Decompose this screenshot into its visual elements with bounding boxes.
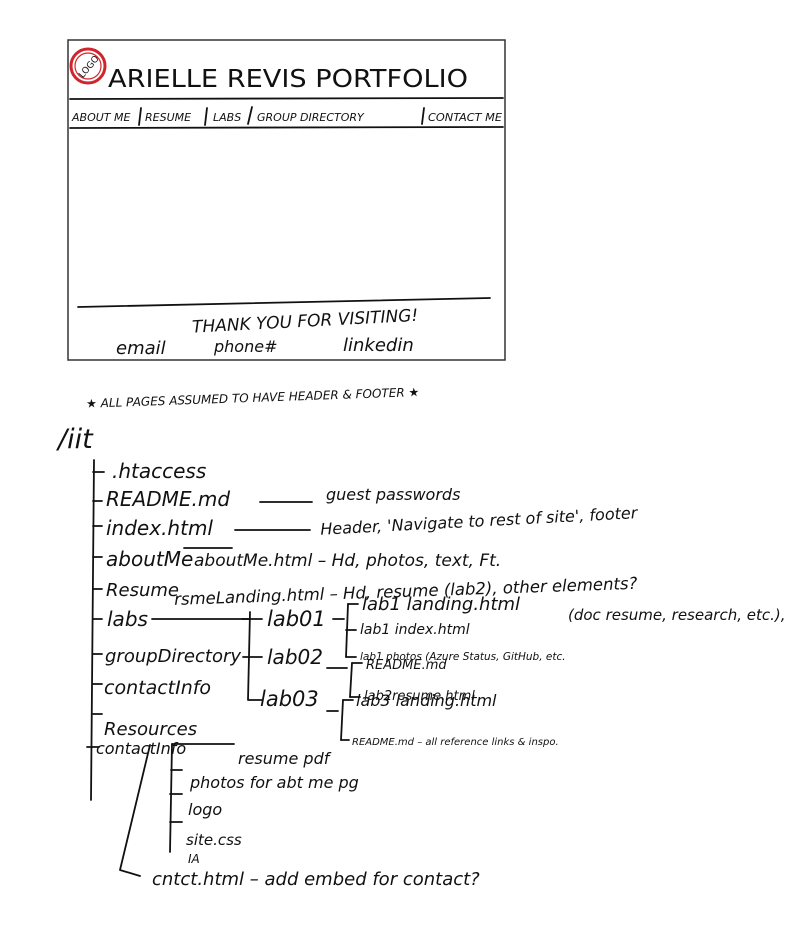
footer-linkedin[interactable]: linkedin xyxy=(343,335,414,356)
node-resources: Resources xyxy=(104,719,197,740)
nav-labs[interactable]: LABS xyxy=(213,111,241,124)
assumption-note: ★ ALL PAGES ASSUMED TO HAVE HEADER & FOO… xyxy=(86,385,420,411)
node-labs: labs xyxy=(107,607,148,631)
note-index: Header, 'Navigate to rest of site', foot… xyxy=(320,503,639,539)
node-contact-info: contactInfo xyxy=(104,677,211,699)
footer-email[interactable]: email xyxy=(116,338,166,359)
note-aboutme: aboutMe.html – Hd, photos, text, Ft. xyxy=(194,551,501,571)
wireframe-frame xyxy=(67,39,506,361)
thanks-text: THANK YOU FOR VISITING! xyxy=(192,306,419,338)
node-group-directory: groupDirectory xyxy=(105,646,241,667)
node-resume: Resume xyxy=(106,580,179,601)
file-lab2-resume: lab2resume.html xyxy=(364,689,475,704)
note-lab01: (doc resume, research, etc.), Ft. xyxy=(568,606,790,624)
portfolio-title: ARIELLE REVIS PORTFOLIO xyxy=(108,64,468,93)
nav-bar: ABOUT ME RESUME LABS GROUP DIRECTORY CON… xyxy=(71,106,502,126)
root-folder: /iit xyxy=(56,424,94,455)
file-resume-pdf: resume pdf xyxy=(238,749,332,768)
node-lab01: lab01 xyxy=(267,607,326,631)
node-contact-info-2: contactInfo xyxy=(96,739,186,758)
nav-contact-me[interactable]: CONTACT ME xyxy=(428,112,502,124)
file-logo: logo xyxy=(188,800,222,819)
node-lab02: lab02 xyxy=(267,645,323,669)
file-lab1-photos: lab1 photos (Azure Status, GitHub, etc. xyxy=(360,651,566,663)
logo-circle xyxy=(69,47,107,85)
logo-text: LOGO xyxy=(77,54,101,80)
node-index: index.html xyxy=(106,516,213,540)
nav-resume[interactable]: RESUME xyxy=(145,111,191,124)
note-readme: guest passwords xyxy=(326,485,460,504)
file-photos-about: photos for abt me pg xyxy=(189,773,359,792)
file-lab02-readme: README.md xyxy=(366,658,447,673)
footer-phone[interactable]: phone# xyxy=(213,337,277,356)
nav-group-directory[interactable]: GROUP DIRECTORY xyxy=(257,111,365,124)
node-lab03: lab03 xyxy=(260,687,319,711)
file-lab1-landing: lab1 landing.html xyxy=(362,594,520,615)
file-lab03-readme: README.md – all reference links & inspo. xyxy=(352,737,559,748)
file-lab1-index: lab1 index.html xyxy=(360,622,470,638)
node-htaccess: .htaccess xyxy=(112,459,206,483)
node-readme: README.md xyxy=(106,487,230,511)
tree-lines xyxy=(86,459,363,877)
file-cntct-html: cntct.html – add embed for contact? xyxy=(152,869,480,890)
file-lab3-landing: lab3 landing.html xyxy=(356,691,497,710)
file-ia: IA xyxy=(188,852,200,866)
file-site-css: site.css xyxy=(186,831,242,849)
nav-about-me[interactable]: ABOUT ME xyxy=(71,111,130,124)
node-aboutme: aboutMe xyxy=(106,547,193,571)
file-tree: .htaccess README.md guest passwords inde… xyxy=(96,459,790,890)
wireframe: LOGO ARIELLE REVIS PORTFOLIO ABOUT ME RE… xyxy=(67,39,506,361)
